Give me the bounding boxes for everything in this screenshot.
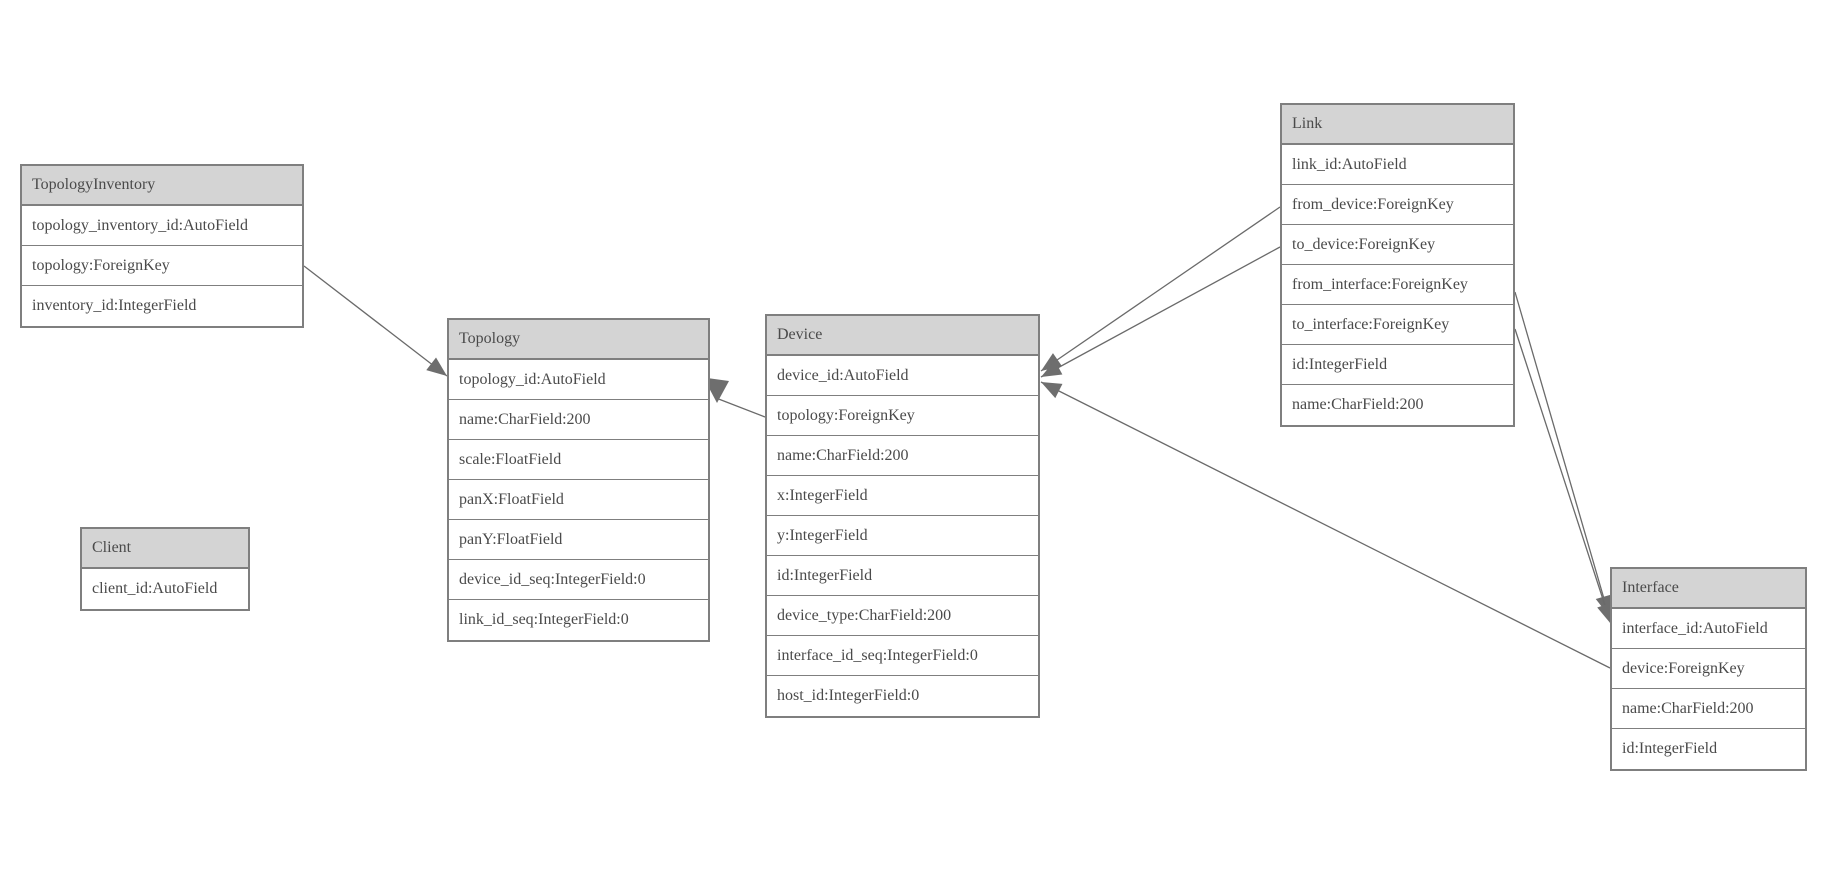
edge-link-from-device xyxy=(1040,206,1281,372)
edge-link-to-device xyxy=(1040,246,1281,378)
table-field-row: from_device:ForeignKey xyxy=(1282,185,1513,225)
table-field-row: x:IntegerField xyxy=(767,476,1038,516)
table-node-client[interactable]: Client client_id:AutoField xyxy=(80,527,250,611)
table-field-row: y:IntegerField xyxy=(767,516,1038,556)
table-field-row: device_id:AutoField xyxy=(767,356,1038,396)
table-field-row: topology:ForeignKey xyxy=(22,246,302,286)
table-title-link: Link xyxy=(1282,105,1513,145)
edge-interface-device xyxy=(1040,381,1611,669)
table-fields-client: client_id:AutoField xyxy=(82,569,248,609)
table-title-topology: Topology xyxy=(449,320,708,360)
table-field-row: name:CharField:200 xyxy=(1282,385,1513,425)
table-field-row: id:IntegerField xyxy=(767,556,1038,596)
table-field-row: topology:ForeignKey xyxy=(767,396,1038,436)
table-field-row: client_id:AutoField xyxy=(82,569,248,609)
table-field-row: interface_id_seq:IntegerField:0 xyxy=(767,636,1038,676)
table-field-row: link_id:AutoField xyxy=(1282,145,1513,185)
table-field-row: topology_id:AutoField xyxy=(449,360,708,400)
table-field-row: name:CharField:200 xyxy=(767,436,1038,476)
table-field-row: device_type:CharField:200 xyxy=(767,596,1038,636)
table-title-client: Client xyxy=(82,529,248,569)
edge-link-to-interface xyxy=(1514,328,1613,625)
table-field-row: scale:FloatField xyxy=(449,440,708,480)
table-field-row: to_device:ForeignKey xyxy=(1282,225,1513,265)
table-field-row: inventory_id:IntegerField xyxy=(22,286,302,326)
table-field-row: panX:FloatField xyxy=(449,480,708,520)
table-field-row: to_interface:ForeignKey xyxy=(1282,305,1513,345)
table-field-row: id:IntegerField xyxy=(1282,345,1513,385)
table-field-row: device_id_seq:IntegerField:0 xyxy=(449,560,708,600)
table-field-row: topology_inventory_id:AutoField xyxy=(22,206,302,246)
edge-device-topology xyxy=(715,397,766,418)
table-title-interface: Interface xyxy=(1612,569,1805,609)
table-title-device: Device xyxy=(767,316,1038,356)
table-field-row: host_id:IntegerField:0 xyxy=(767,676,1038,716)
table-field-row: name:CharField:200 xyxy=(1612,689,1805,729)
edge-topologyinventory-topology xyxy=(303,265,448,377)
table-field-row: device:ForeignKey xyxy=(1612,649,1805,689)
table-field-row: link_id_seq:IntegerField:0 xyxy=(449,600,708,640)
edge-link-from-interface xyxy=(1514,291,1612,617)
table-field-row: panY:FloatField xyxy=(449,520,708,560)
table-field-row: from_interface:ForeignKey xyxy=(1282,265,1513,305)
table-field-row: interface_id:AutoField xyxy=(1612,609,1805,649)
table-field-row: name:CharField:200 xyxy=(449,400,708,440)
table-field-row: id:IntegerField xyxy=(1612,729,1805,769)
table-title-topologyinventory: TopologyInventory xyxy=(22,166,302,206)
table-node-topologyinventory[interactable]: TopologyInventory topology_inventory_id:… xyxy=(20,164,304,328)
